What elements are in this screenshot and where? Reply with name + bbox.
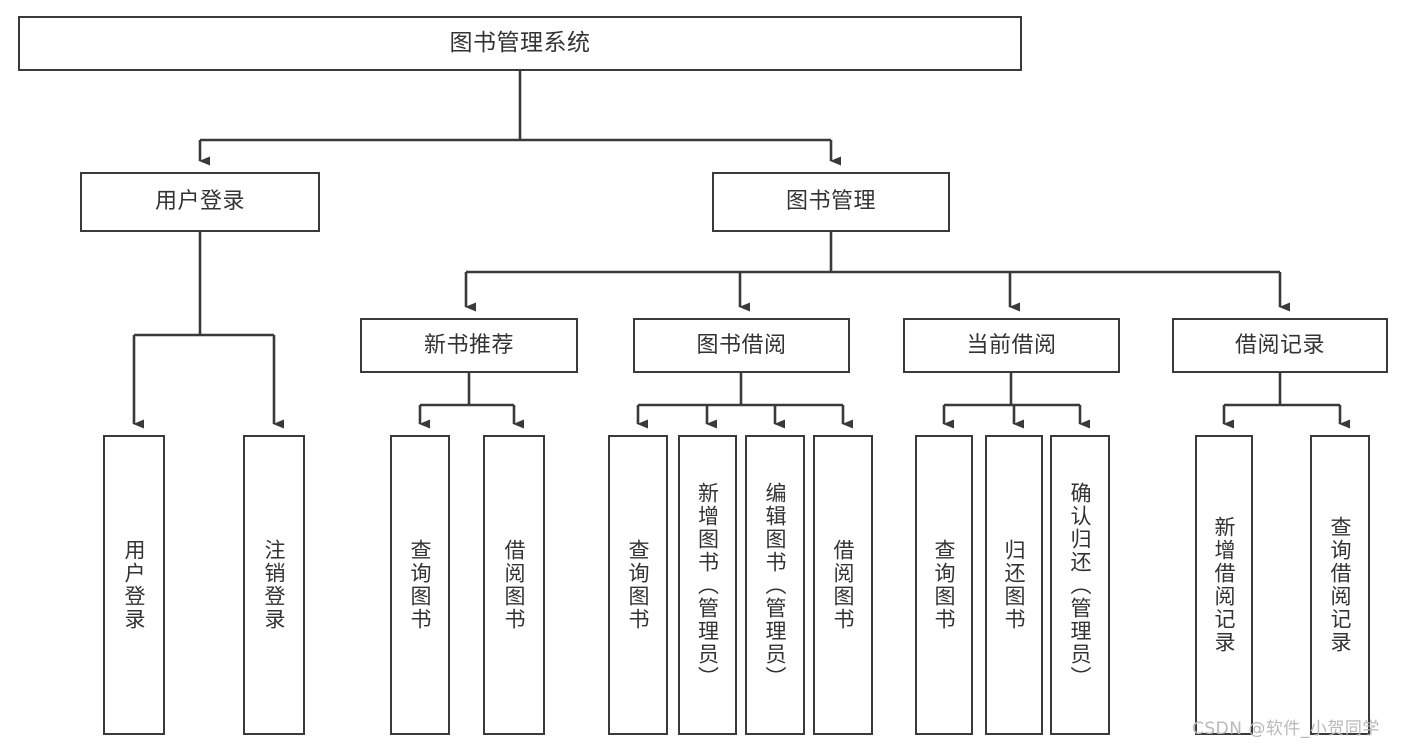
csdn-watermark: CSDN @软件_小贺同学 <box>1192 719 1380 739</box>
node-label: 查询借阅记录 <box>1328 516 1353 654</box>
node-label: 确认归还（管理员） <box>1068 481 1093 689</box>
node-label: 借阅图书 <box>831 539 856 631</box>
node-new-book-recommend[interactable]: 新书推荐 <box>360 318 578 373</box>
leaf-query-book-1[interactable]: 查询图书 <box>390 435 450 735</box>
node-label: 注销登录 <box>262 539 287 631</box>
node-label: 当前借阅 <box>966 332 1057 358</box>
leaf-return-book[interactable]: 归还图书 <box>985 435 1043 735</box>
node-label: 新书推荐 <box>423 332 514 358</box>
leaf-add-book-admin[interactable]: 新增图书（管理员） <box>678 435 737 735</box>
node-label: 用户登录 <box>122 539 147 631</box>
leaf-confirm-return-admin[interactable]: 确认归还（管理员） <box>1050 435 1110 735</box>
leaf-query-borrow-record[interactable]: 查询借阅记录 <box>1310 435 1370 735</box>
leaf-add-borrow-record[interactable]: 新增借阅记录 <box>1195 435 1253 735</box>
node-label: 新增借阅记录 <box>1212 516 1237 654</box>
node-label: 编辑图书（管理员） <box>763 481 788 689</box>
node-label: 查询图书 <box>408 539 433 631</box>
leaf-query-book-3[interactable]: 查询图书 <box>915 435 973 735</box>
node-user-login[interactable]: 用户登录 <box>80 172 320 232</box>
node-current-borrow[interactable]: 当前借阅 <box>903 318 1120 373</box>
node-label: 归还图书 <box>1002 539 1027 631</box>
node-borrow-record[interactable]: 借阅记录 <box>1172 318 1388 373</box>
leaf-borrow-book-2[interactable]: 借阅图书 <box>813 435 873 735</box>
node-label: 查询图书 <box>626 539 651 631</box>
leaf-borrow-book-1[interactable]: 借阅图书 <box>483 435 545 735</box>
leaf-query-book-2[interactable]: 查询图书 <box>608 435 668 735</box>
leaf-edit-book-admin[interactable]: 编辑图书（管理员） <box>745 435 805 735</box>
leaf-user-login[interactable]: 用户登录 <box>103 435 165 735</box>
node-book-borrow[interactable]: 图书借阅 <box>633 318 850 373</box>
node-root-book-management-system[interactable]: 图书管理系统 <box>18 16 1022 71</box>
node-label: 借阅记录 <box>1234 332 1325 358</box>
leaf-logout-login[interactable]: 注销登录 <box>243 435 305 735</box>
node-label: 图书借阅 <box>696 332 787 358</box>
node-label: 用户登录 <box>154 189 245 215</box>
node-label: 新增图书（管理员） <box>695 481 720 689</box>
node-label: 图书管理系统 <box>449 29 591 56</box>
node-label: 借阅图书 <box>502 539 527 631</box>
node-label: 图书管理 <box>785 189 876 215</box>
node-book-management[interactable]: 图书管理 <box>712 172 950 232</box>
node-label: 查询图书 <box>932 539 957 631</box>
